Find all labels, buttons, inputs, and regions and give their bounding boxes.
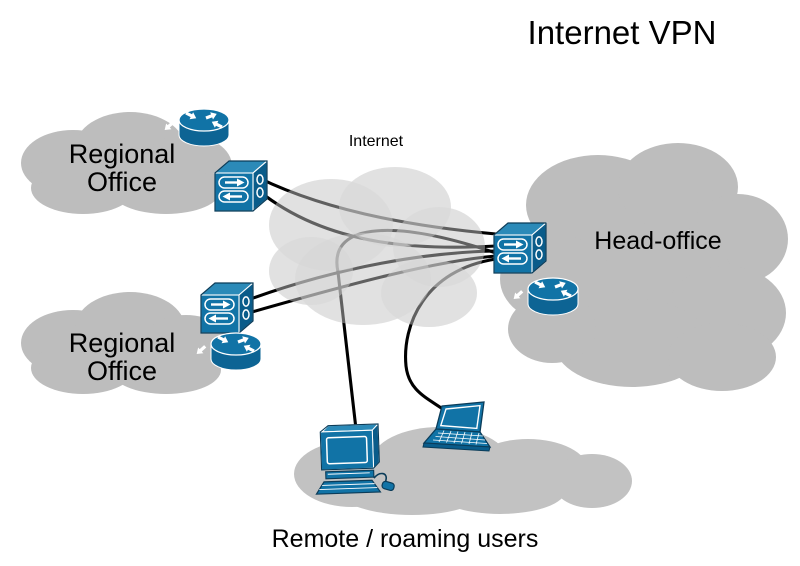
diagram-title: Internet VPN — [528, 14, 717, 51]
desktop-computer-icon — [315, 422, 395, 495]
vpn-concentrator-icon — [199, 281, 255, 335]
cloud-internet-overlay — [269, 167, 485, 327]
regional-office-bottom-label-line1: Regional — [69, 328, 176, 358]
vpn-concentrator-icon — [492, 221, 548, 275]
regional-office-bottom-label-line2: Office — [87, 356, 157, 386]
remote-users-label: Remote / roaming users — [272, 525, 539, 553]
laptop-icon — [422, 401, 492, 452]
vpn-concentrator-icon — [213, 159, 269, 213]
internet-cloud-label: Internet — [349, 133, 404, 150]
regional-office-top-label-line1: Regional — [69, 139, 176, 169]
regional-office-top-label-line2: Office — [87, 167, 157, 197]
mouse-icon — [381, 480, 395, 492]
head-office-label: Head-office — [594, 227, 721, 255]
cloud-head-office — [500, 143, 788, 391]
